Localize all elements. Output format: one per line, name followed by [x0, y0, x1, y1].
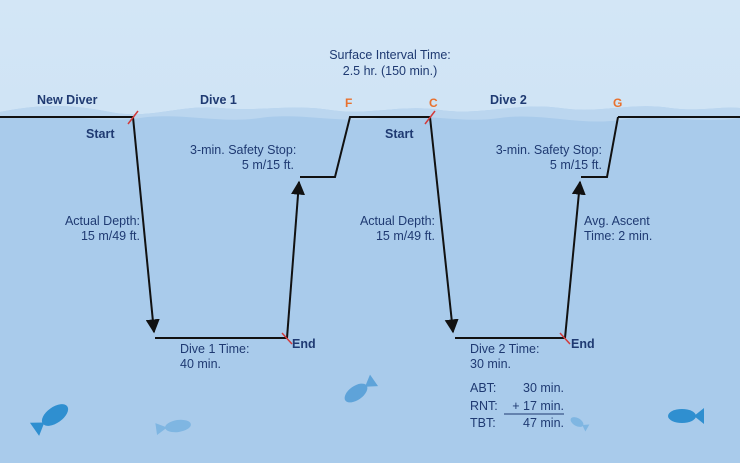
water: [0, 106, 740, 463]
tick-end2: [559, 332, 571, 345]
totals-row-rnt: RNT:+ 17 min.: [470, 399, 564, 413]
letter-g: G: [613, 96, 623, 110]
dive2-ascent-line: [564, 180, 586, 339]
totals-row-tbt: TBT:47 min.: [470, 416, 564, 430]
fish-icon: [668, 408, 704, 424]
dive1-time-label: Dive 1 Time:40 min.: [180, 342, 250, 371]
end-label-dive1: End: [292, 337, 316, 351]
wave-crest: [0, 106, 740, 122]
tick-start1: [127, 110, 139, 125]
dive1-ascent-line: [286, 180, 306, 339]
dive2-time-label: Dive 2 Time:30 min.: [470, 342, 540, 371]
dive1-label: Dive 1: [200, 93, 237, 107]
letter-f: F: [345, 96, 353, 110]
tick-start2: [424, 110, 436, 125]
dive2-safety-stop-line: [581, 116, 619, 178]
start-label-dive2: Start: [385, 127, 414, 141]
dive2-label: Dive 2: [490, 93, 527, 107]
dive2-descent-line: [429, 116, 459, 334]
letter-c: C: [429, 96, 438, 110]
fish-icon: [344, 374, 379, 403]
surface-interval-value: 2.5 hr. (150 min.): [342, 64, 438, 78]
depth-label-dive1: Actual Depth:15 m/49 ft.: [64, 214, 140, 243]
start-label-dive1: Start: [86, 127, 115, 141]
dive1-descent-line: [132, 116, 160, 334]
safety-stop-label-dive1: 3-min. Safety Stop:5 m/15 ft.: [190, 143, 297, 172]
surface-interval-title: Surface Interval Time:: [329, 48, 451, 62]
totals-row-abt: ABT:30 min.: [470, 381, 564, 395]
fish-icon: [570, 417, 590, 432]
end-label-dive2: End: [571, 337, 595, 351]
safety-stop-label-dive2: 3-min. Safety Stop:5 m/15 ft.: [495, 143, 602, 172]
fish-icon: [29, 404, 69, 436]
dive1-safety-stop-line: [300, 116, 430, 178]
tick-end1: [281, 332, 293, 345]
new-diver-label: New Diver: [37, 93, 98, 107]
fish-icon: [155, 419, 191, 436]
depth-label-dive2: Actual Depth:15 m/49 ft.: [359, 214, 435, 243]
